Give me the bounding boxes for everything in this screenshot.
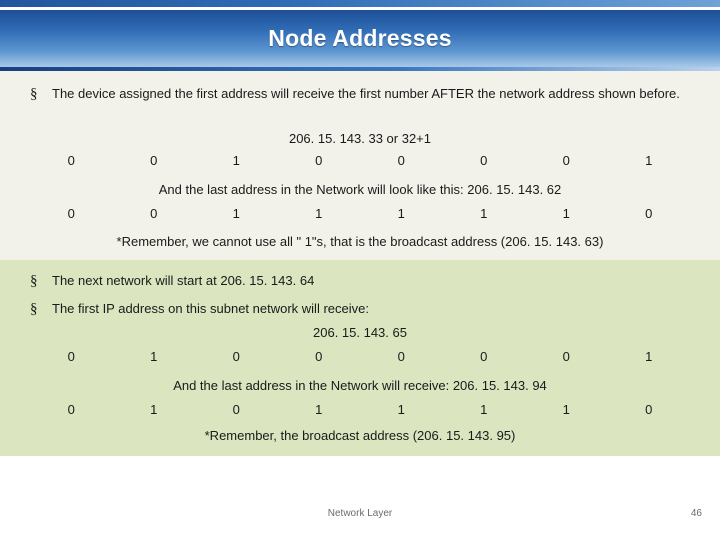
bit: 0	[67, 402, 75, 417]
last-address-line: And the last address in the Network will…	[158, 182, 562, 197]
bit: 0	[562, 349, 570, 364]
bit: 0	[397, 349, 405, 364]
bit: 1	[232, 206, 240, 221]
bit: 0	[480, 349, 488, 364]
bit: 1	[645, 349, 653, 364]
bit: 1	[397, 206, 405, 221]
top-accent-gap	[0, 7, 720, 10]
slide-title-bar: Node Addresses	[0, 10, 720, 67]
page-title: Node Addresses	[268, 25, 452, 51]
bit: 0	[232, 402, 240, 417]
bullet-item-next-network: § The next network will start at 206. 15…	[30, 272, 690, 290]
top-accent-bar	[0, 0, 720, 7]
bit-row-last-address: 0 1 0 1 1 1 1 0	[30, 401, 690, 418]
content-block-upper: § The device assigned the first address …	[0, 71, 720, 260]
bit: 0	[150, 153, 158, 168]
bullet-item-first-ip: § The first IP address on this subnet ne…	[30, 300, 690, 318]
bit: 1	[645, 153, 653, 168]
bit: 0	[232, 349, 240, 364]
title-underline	[0, 67, 720, 71]
footer-page-number: 46	[690, 508, 702, 519]
bit: 1	[150, 349, 158, 364]
bullet-text: The next network will start at 206. 15. …	[52, 273, 315, 288]
bit-row-last-address: 0 0 1 1 1 1 1 0	[30, 205, 690, 222]
bit: 0	[315, 153, 323, 168]
bullet-text: The first IP address on this subnet netw…	[52, 301, 369, 316]
bit: 1	[562, 206, 570, 221]
bit-row-first-address: 0 0 1 0 0 0 0 1	[30, 152, 690, 169]
bullet-item-device-assignment: § The device assigned the first address …	[30, 85, 690, 103]
bit: 0	[315, 349, 323, 364]
bit: 1	[150, 402, 158, 417]
address-line-first: 206. 15. 143. 65	[313, 325, 407, 340]
bit: 1	[397, 402, 405, 417]
bit: 0	[480, 153, 488, 168]
bit: 0	[150, 206, 158, 221]
bit: 1	[480, 402, 488, 417]
section-bullet-icon: §	[30, 301, 38, 317]
footer-label: Network Layer	[327, 508, 393, 519]
last-address-line: And the last address in the Network will…	[173, 378, 547, 393]
address-line-first: 206. 15. 143. 33 or 32+1	[288, 131, 432, 146]
bit: 0	[562, 153, 570, 168]
bit: 0	[67, 206, 75, 221]
bit: 1	[562, 402, 570, 417]
bit: 1	[480, 206, 488, 221]
bit: 0	[67, 349, 75, 364]
bit: 0	[645, 206, 653, 221]
bit: 0	[645, 402, 653, 417]
bullet-text: The device assigned the first address wi…	[52, 86, 680, 101]
section-bullet-icon: §	[30, 273, 38, 289]
bit: 0	[67, 153, 75, 168]
content-block-lower: § The next network will start at 206. 15…	[0, 260, 720, 456]
bit: 0	[397, 153, 405, 168]
bit: 1	[315, 206, 323, 221]
broadcast-note-lower: *Remember, the broadcast address (206. 1…	[204, 428, 516, 443]
bit: 1	[232, 153, 240, 168]
bit: 1	[315, 402, 323, 417]
section-bullet-icon: §	[30, 86, 38, 102]
bit-row-first-address: 0 1 0 0 0 0 0 1	[30, 348, 690, 365]
broadcast-note-upper: *Remember, we cannot use all " 1"s, that…	[116, 234, 604, 249]
